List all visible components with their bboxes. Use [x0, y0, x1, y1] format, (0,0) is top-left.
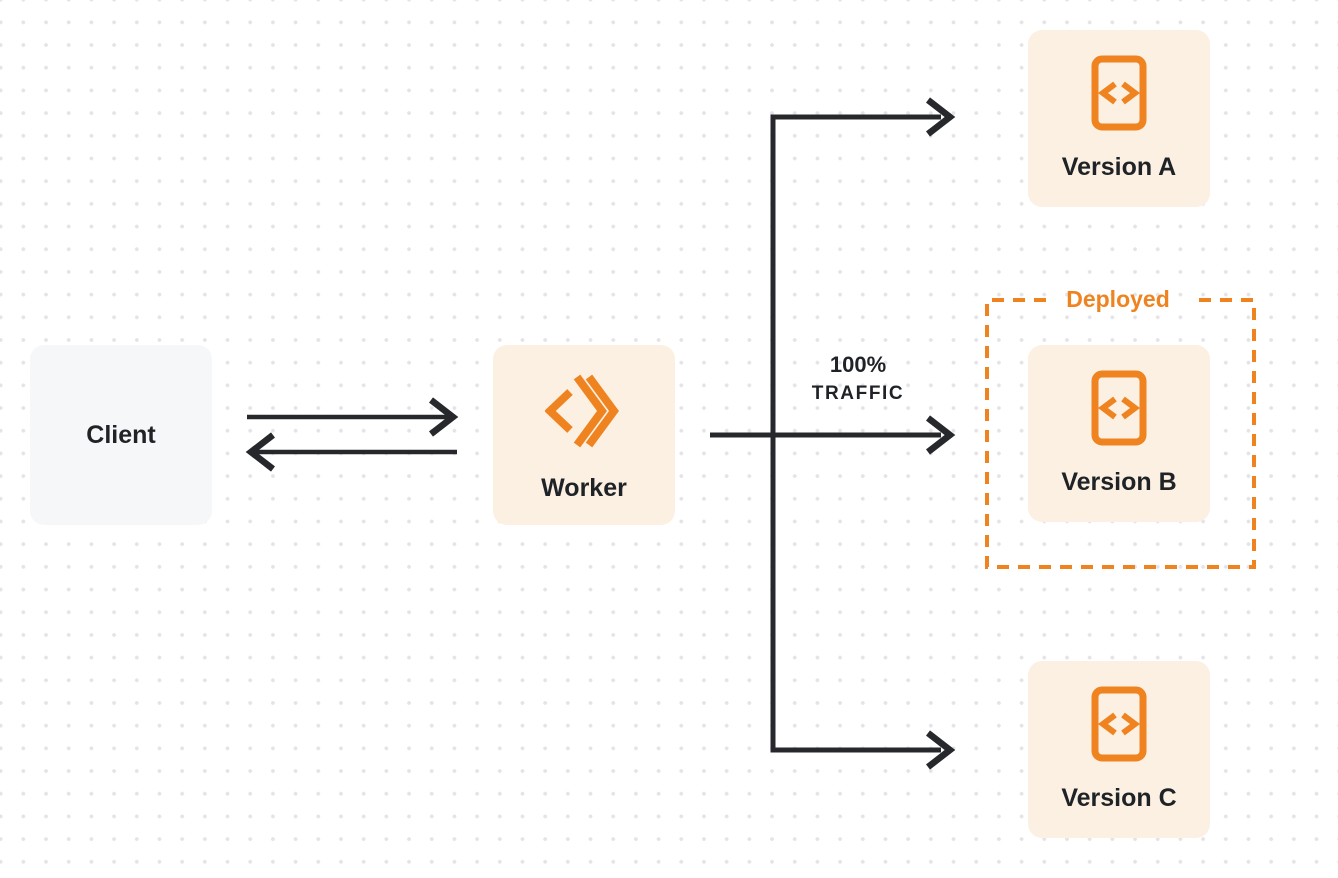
client-to-worker-arrowhead-icon [429, 397, 459, 437]
traffic-percent-label: 100% [829, 352, 887, 377]
client-label: Client [86, 421, 156, 449]
traffic-word-label: TRAFFIC [811, 383, 905, 404]
node-version-a: Version A [1028, 30, 1210, 207]
to-version-c-arrowhead-icon [926, 730, 956, 770]
worker-label: Worker [541, 474, 627, 502]
code-document-icon [1091, 686, 1147, 762]
version-a-label: Version A [1061, 153, 1177, 181]
deployed-badge: Deployed [1066, 286, 1170, 312]
to-version-b-arrowhead-icon [926, 415, 956, 455]
node-version-b: Version B [1028, 345, 1210, 522]
node-client: Client [30, 345, 212, 525]
worker-to-client-arrowhead-icon [245, 432, 275, 472]
code-document-icon [1091, 370, 1147, 446]
version-c-label: Version C [1061, 784, 1177, 812]
node-worker: Worker [493, 345, 675, 525]
traffic-annotation: 100% TRAFFIC [788, 351, 928, 409]
to-version-a-arrowhead-icon [926, 97, 956, 137]
workers-logo-icon [544, 372, 623, 448]
node-version-c: Version C [1028, 661, 1210, 838]
deployed-dashed-border [985, 298, 1256, 569]
version-b-label: Version B [1061, 468, 1177, 496]
code-document-icon [1091, 55, 1147, 131]
